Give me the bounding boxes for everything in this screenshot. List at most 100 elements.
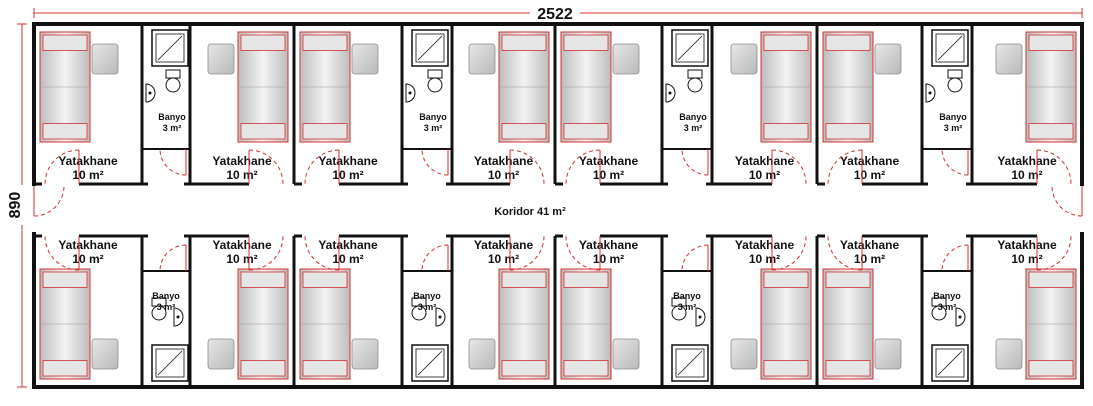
sink-drain bbox=[958, 315, 962, 319]
room-area-label: 10 m² bbox=[488, 168, 519, 182]
bath-name-label: Banyo bbox=[673, 291, 701, 301]
room-name-label: Yatakhane bbox=[735, 238, 795, 252]
bed bbox=[498, 31, 550, 143]
shower-inner bbox=[675, 33, 705, 63]
pillow bbox=[763, 34, 809, 51]
pillow bbox=[563, 271, 609, 288]
room-name-label: Yatakhane bbox=[840, 154, 900, 168]
sink-drain bbox=[408, 91, 412, 95]
sink bbox=[695, 307, 706, 327]
door-swing bbox=[681, 244, 709, 272]
blanket-edge bbox=[825, 360, 871, 377]
shower bbox=[931, 29, 969, 67]
room-area-label: 10 m² bbox=[749, 168, 780, 182]
shower-diag bbox=[677, 35, 703, 61]
room-area-label: 10 m² bbox=[593, 252, 624, 266]
door bbox=[827, 149, 863, 185]
door bbox=[33, 185, 65, 217]
sink-drain bbox=[438, 315, 442, 319]
shower-diag bbox=[157, 350, 183, 376]
room-name-label: Yatakhane bbox=[318, 238, 378, 252]
nightstand bbox=[730, 43, 758, 75]
bath-area-label: 3 m² bbox=[678, 302, 697, 312]
sink bbox=[405, 83, 416, 103]
shower-diag bbox=[677, 350, 703, 376]
blanket-edge bbox=[563, 360, 609, 377]
room-name-label: Yatakhane bbox=[58, 238, 118, 252]
door bbox=[681, 148, 709, 176]
toilet bbox=[931, 297, 947, 321]
pillow bbox=[501, 34, 547, 51]
room-name-label: Yatakhane bbox=[212, 238, 272, 252]
sink bbox=[145, 83, 156, 103]
toilet-bowl bbox=[931, 305, 947, 321]
blanket-edge bbox=[763, 360, 809, 377]
nightstand bbox=[91, 43, 119, 75]
toilet bbox=[427, 69, 443, 93]
toilet-tank bbox=[165, 69, 181, 79]
door bbox=[421, 148, 449, 176]
room-name-label: Yatakhane bbox=[212, 154, 272, 168]
toilet-tank bbox=[687, 69, 703, 79]
shower-diag bbox=[157, 35, 183, 61]
bath-name-label: Banyo bbox=[679, 112, 707, 122]
bed bbox=[237, 31, 289, 143]
depth-dimension: 890 bbox=[7, 23, 31, 388]
blanket-edge bbox=[302, 123, 348, 140]
nightstand bbox=[995, 338, 1023, 370]
bed bbox=[760, 31, 812, 143]
sink bbox=[955, 307, 966, 327]
door bbox=[827, 235, 863, 271]
pillow bbox=[240, 34, 286, 51]
bed bbox=[39, 268, 91, 380]
door-swing bbox=[159, 244, 187, 272]
bath-name-label: Banyo bbox=[933, 291, 961, 301]
sink-drain bbox=[176, 315, 180, 319]
bath-area-label: 3 m² bbox=[418, 302, 437, 312]
bed bbox=[237, 268, 289, 380]
pillow bbox=[42, 34, 88, 51]
pillow bbox=[302, 34, 348, 51]
room-area-label: 10 m² bbox=[488, 252, 519, 266]
toilet-bowl bbox=[671, 305, 687, 321]
bath-name-label: Banyo bbox=[413, 291, 441, 301]
nightstand bbox=[995, 43, 1023, 75]
toilet-tank bbox=[947, 69, 963, 79]
bath-name-label: Banyo bbox=[939, 112, 967, 122]
blanket-edge bbox=[1028, 360, 1074, 377]
bath-name-label: Banyo bbox=[152, 291, 180, 301]
blanket-edge bbox=[763, 123, 809, 140]
bed bbox=[560, 268, 612, 380]
pillow bbox=[42, 271, 88, 288]
toilet-bowl bbox=[687, 77, 703, 93]
sink-drain bbox=[698, 315, 702, 319]
door bbox=[941, 244, 969, 272]
room-name-label: Yatakhane bbox=[997, 238, 1057, 252]
room-name-label: Yatakhane bbox=[474, 154, 534, 168]
shower-inner bbox=[155, 348, 185, 378]
toilet-bowl bbox=[947, 77, 963, 93]
toilet bbox=[165, 69, 181, 93]
blanket-edge bbox=[240, 360, 286, 377]
door-swing bbox=[33, 185, 65, 217]
shower bbox=[411, 344, 449, 382]
bed bbox=[1025, 31, 1077, 143]
shower-diag bbox=[937, 350, 963, 376]
door bbox=[1036, 149, 1072, 185]
shower-inner bbox=[935, 348, 965, 378]
blanket-edge bbox=[42, 123, 88, 140]
bath-area-label: 3 m² bbox=[157, 302, 176, 312]
bed bbox=[822, 268, 874, 380]
door bbox=[1051, 185, 1083, 217]
toilet-bowl bbox=[411, 305, 427, 321]
bed bbox=[498, 268, 550, 380]
pillow bbox=[825, 271, 871, 288]
blanket-edge bbox=[1028, 123, 1074, 140]
blanket-edge bbox=[501, 360, 547, 377]
room-name-label: Yatakhane bbox=[735, 154, 795, 168]
door bbox=[565, 235, 601, 271]
shower bbox=[151, 29, 189, 67]
depth-label: 890 bbox=[7, 192, 24, 219]
room-area-label: 10 m² bbox=[72, 168, 103, 182]
